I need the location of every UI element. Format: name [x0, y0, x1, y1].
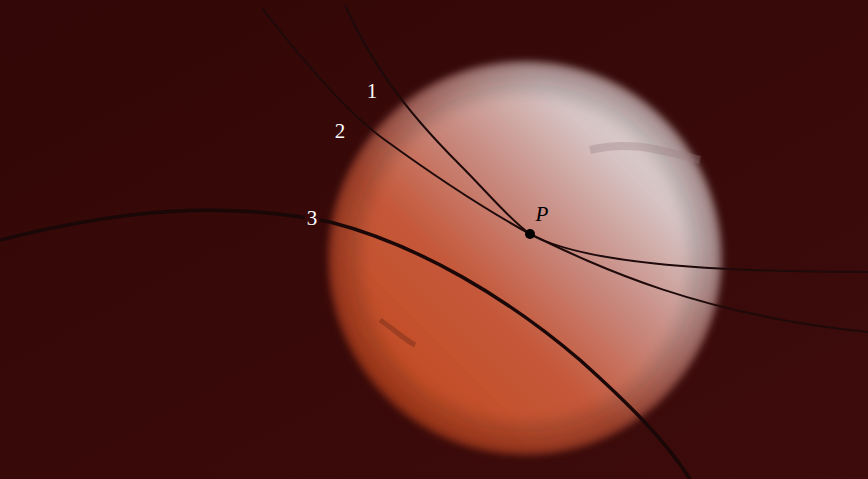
specimen-speck — [380, 320, 415, 345]
curve-number: 2 — [335, 121, 346, 142]
point-label: P — [536, 204, 549, 225]
field-of-view — [330, 63, 720, 453]
curve-one — [345, 5, 868, 272]
curve-two — [262, 8, 868, 332]
curve-three — [0, 210, 690, 479]
curve-number: 1 — [367, 81, 378, 102]
point-marker — [525, 229, 535, 239]
field-vignette — [330, 63, 720, 453]
curve-number: 3 — [305, 207, 320, 230]
specimen-streak — [590, 146, 700, 160]
